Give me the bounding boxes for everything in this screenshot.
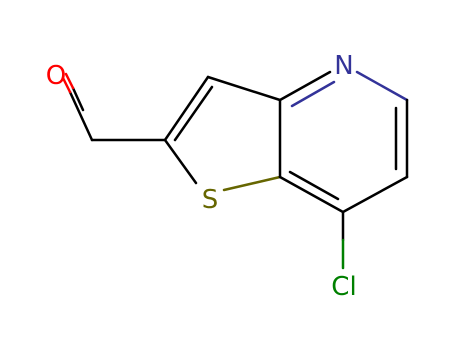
bond-aldehyde-co-1 bbox=[68, 90, 94, 142]
atom-label-o: O bbox=[46, 61, 66, 91]
atom-label-cl: Cl bbox=[331, 272, 356, 302]
bond-c7-c7a bbox=[278, 175, 345, 214]
bond-c7-c7a-inner bbox=[288, 170, 340, 201]
bond-n-c5 bbox=[355, 70, 409, 102]
bond-c3a-n-inner bbox=[290, 80, 336, 108]
bond-c2-c3-inner bbox=[173, 85, 214, 142]
bond-s-c7a bbox=[222, 175, 282, 192]
bond-c2-c3 bbox=[163, 75, 210, 142]
bond-aldehyde-co-1-red bbox=[61, 76, 72, 94]
bond-lines bbox=[61, 70, 409, 270]
bond-c3a-n bbox=[278, 70, 332, 102]
atom-label-n: N bbox=[334, 51, 353, 81]
atom-label-s: S bbox=[202, 185, 219, 215]
bond-aldehyde-co-2 bbox=[71, 86, 85, 112]
bond-c6-c7 bbox=[341, 175, 409, 214]
atom-labels: O N S Cl bbox=[46, 51, 357, 302]
bond-c3-c3a bbox=[206, 75, 282, 102]
bond-aldehyde-co-2-red bbox=[64, 72, 75, 90]
bond-c2-s bbox=[163, 138, 198, 185]
